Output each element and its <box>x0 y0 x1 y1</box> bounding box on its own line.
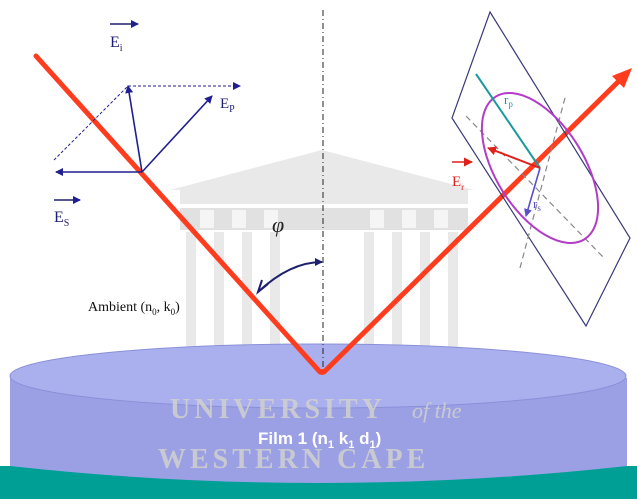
reflected-beam <box>321 73 627 375</box>
polarization-axis-dashed-2 <box>465 115 605 259</box>
angle-symbol: φ <box>272 212 284 237</box>
er-label: Er <box>452 157 473 192</box>
incident-beam <box>33 53 323 375</box>
ambient-label: Ambient (n0, k0) <box>88 300 180 317</box>
es-label: ES <box>54 196 81 229</box>
svg-text:Ei: Ei <box>110 34 123 54</box>
svg-text:rs: rs <box>533 196 541 213</box>
svg-text:Film 1 (n1 k1 d1): Film 1 (n1 k1 d1) <box>258 429 381 451</box>
er-vector <box>487 146 541 169</box>
film-disk <box>0 343 637 499</box>
film-label: Film 1 (n1 k1 d1) <box>258 429 381 451</box>
incident-field-vectors <box>53 82 241 176</box>
incidence-angle-arc <box>257 258 323 293</box>
svg-text:rp: rp <box>504 92 513 109</box>
svg-text:Ambient (n0, k0): Ambient (n0, k0) <box>88 300 180 317</box>
film-top <box>9 343 627 409</box>
rs-vector <box>524 167 541 217</box>
rs-label: rs <box>533 196 541 213</box>
watermark-line1: UNIVERSITY <box>170 394 386 425</box>
rp-vector <box>475 73 541 169</box>
reflected-beam-arrowhead <box>612 68 632 88</box>
watermark-text: UNIVERSITY of the WESTERN CAPE <box>158 394 462 475</box>
ei-vector <box>125 85 143 173</box>
polarization-plane <box>451 10 631 328</box>
svg-text:ES: ES <box>54 209 69 229</box>
watermark-building <box>170 150 476 360</box>
polarization-panel <box>451 10 631 328</box>
svg-text:EP: EP <box>220 96 235 115</box>
watermark-line1-italic: of the <box>412 398 462 423</box>
reflection-point <box>319 369 325 375</box>
svg-text:Er: Er <box>452 174 464 192</box>
rp-label: rp <box>504 92 513 109</box>
ep-vector <box>141 95 213 173</box>
watermark-line2: WESTERN CAPE <box>158 444 429 475</box>
polarization-ellipse <box>480 92 600 244</box>
ep-label: EP <box>220 96 235 115</box>
ei-label: Ei <box>110 20 139 54</box>
